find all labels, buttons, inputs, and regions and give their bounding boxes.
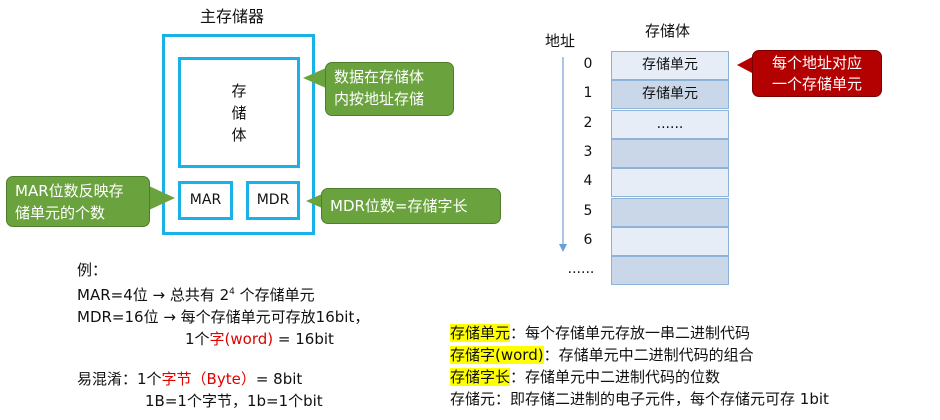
confusion-line-1: 易混淆：1个字节（Byte）= 8bit <box>77 368 369 390</box>
text: 易混淆：1个 <box>77 370 162 388</box>
definition-term: 存储字(word) <box>450 346 544 364</box>
callout-address: 每个地址对应 一个存储单元 <box>752 50 882 97</box>
text: = 8bit <box>255 370 303 388</box>
callout-mar: MAR位数反映存 储单元的个数 <box>6 176 150 227</box>
definition-text: ：即存储二进制的电子元件，每个存储元可存 1bit <box>495 390 829 408</box>
address-number: 4 <box>583 173 593 190</box>
definition-line: 存储元：即存储二进制的电子元件，每个存储元可存 1bit <box>450 388 829 410</box>
storage-cell <box>611 256 729 286</box>
definition-text: ：每个存储单元存放一串二进制代码 <box>510 324 751 342</box>
example-line-3: 1个字(word) = 16bit <box>77 328 369 350</box>
text: 字(word) <box>209 330 274 348</box>
storage-cell <box>611 138 729 168</box>
storage-cell <box>611 168 729 198</box>
address-number: 2 <box>583 114 593 131</box>
main-memory-title: 主存储器 <box>200 7 265 26</box>
address-number: ...... <box>567 261 595 278</box>
address-number: 3 <box>583 143 593 160</box>
example-block: 例： MAR=4位 → 总共有 24 个存储单元 MDR=16位 → 每个存储单… <box>77 259 369 412</box>
confusion-line-2: 1B=1个字节，1b=1个bit <box>145 392 323 410</box>
definitions: 存储单元：每个存储单元存放一串二进制代码存储字(word)：存储单元中二进制代码… <box>450 322 829 410</box>
exponent: 4 <box>229 287 235 297</box>
text: MAR=4位 → 总共有 2 <box>77 286 230 304</box>
definition-term: 存储单元 <box>450 324 511 342</box>
definition-text: ：存储单元中二进制代码的位数 <box>510 368 721 386</box>
address-number: 5 <box>583 202 593 219</box>
address-number: 0 <box>583 56 593 72</box>
storage-body-label: 存储体 <box>645 22 691 40</box>
text: 个存储单元 <box>234 286 315 304</box>
example-line-1: MAR=4位 → 总共有 24 个存储单元 <box>77 281 369 306</box>
storage-cell <box>611 226 729 256</box>
mar-box: MAR <box>178 181 233 220</box>
storage-cell <box>611 197 729 227</box>
definition-line: 存储字(word)：存储单元中二进制代码的组合 <box>450 344 829 366</box>
definition-line: 存储单元：每个存储单元存放一串二进制代码 <box>450 322 829 344</box>
text: 1个 <box>185 330 210 348</box>
definition-term: 存储字长 <box>450 368 511 386</box>
storage-body-box: 存 储 体 <box>178 57 300 168</box>
storage-cell: 存储单元 <box>611 51 729 80</box>
definition-term: 存储元 <box>450 390 496 408</box>
definition-line: 存储字长：存储单元中二进制代码的位数 <box>450 366 829 388</box>
storage-cell: ...... <box>611 109 729 139</box>
definition-text: ：存储单元中二进制代码的组合 <box>543 346 754 364</box>
address-number: 1 <box>583 85 593 102</box>
callout-storage: 数据在存储体 内按地址存储 <box>325 62 454 116</box>
mdr-box: MDR <box>246 181 300 220</box>
storage-cell: 存储单元 <box>611 80 729 110</box>
text: 字节（Byte） <box>161 370 256 388</box>
address-number: 6 <box>583 231 593 248</box>
address-label: 地址 <box>545 32 576 50</box>
text: = 16bit <box>273 330 334 348</box>
example-label: 例： <box>77 261 108 279</box>
callout-mdr: MDR位数=存储字长 <box>321 188 501 224</box>
example-line-2: MDR=16位 → 每个存储单元可存放16bit， <box>77 308 370 326</box>
